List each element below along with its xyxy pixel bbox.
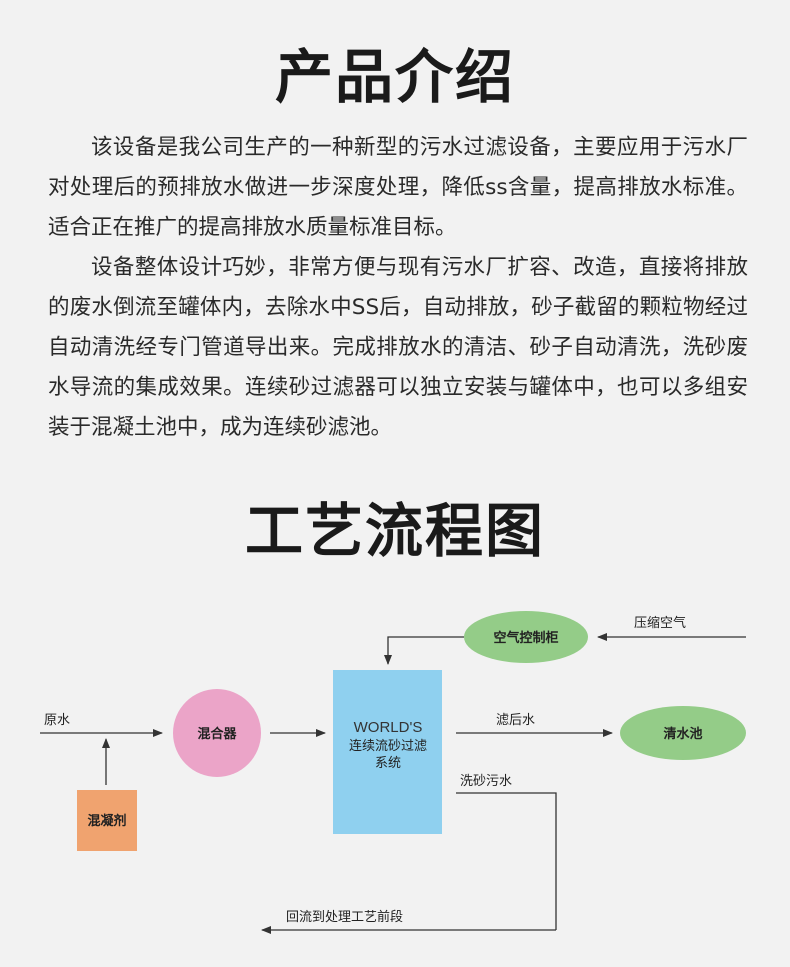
system-brand-label: WORLD'S	[354, 719, 423, 736]
return-label: 回流到处理工艺前段	[286, 909, 403, 925]
mixer-label: 混合器	[197, 726, 237, 742]
compressed-air-label: 压缩空气	[634, 615, 686, 631]
flow-title: 工艺流程图	[244, 497, 545, 565]
raw-water-label: 原水	[44, 713, 70, 728]
clear-water-pool-node	[620, 706, 746, 760]
filtered-water-label: 滤后水	[496, 713, 535, 728]
process-flow-diagram: 原水 混凝剂 混合器 WORLD'S 连续流砂过滤 系统 空气控制柜 压缩空气 …	[40, 611, 746, 934]
air-to-system-arrow	[384, 636, 464, 665]
wash-water-label: 洗砂污水	[460, 774, 512, 789]
coagulant-label: 混凝剂	[87, 813, 126, 829]
system-name-line2: 系统	[375, 756, 401, 771]
clear-water-pool-label: 清水池	[663, 726, 702, 742]
sand-filter-system-box	[333, 670, 442, 834]
intro-paragraph-2: 设备整体设计巧妙，非常方便与现有污水厂扩容、改造，直接将排放的废水倒流至罐体内，…	[48, 255, 748, 440]
coagulant-box	[77, 790, 137, 851]
intro-text: 该设备是我公司生产的一种新型的污水过滤设备，主要应用于污水厂对处理后的预排放水做…	[48, 128, 748, 448]
system-name-line1: 连续流砂过滤	[349, 738, 427, 754]
wash-water-line	[456, 792, 557, 930]
air-control-cabinet-label: 空气控制柜	[493, 630, 558, 646]
intro-title: 产品介绍	[274, 43, 515, 111]
mixer-node	[173, 689, 261, 777]
air-control-cabinet-node	[464, 611, 588, 663]
intro-paragraph-1: 该设备是我公司生产的一种新型的污水过滤设备，主要应用于污水厂对处理后的预排放水做…	[48, 135, 748, 240]
